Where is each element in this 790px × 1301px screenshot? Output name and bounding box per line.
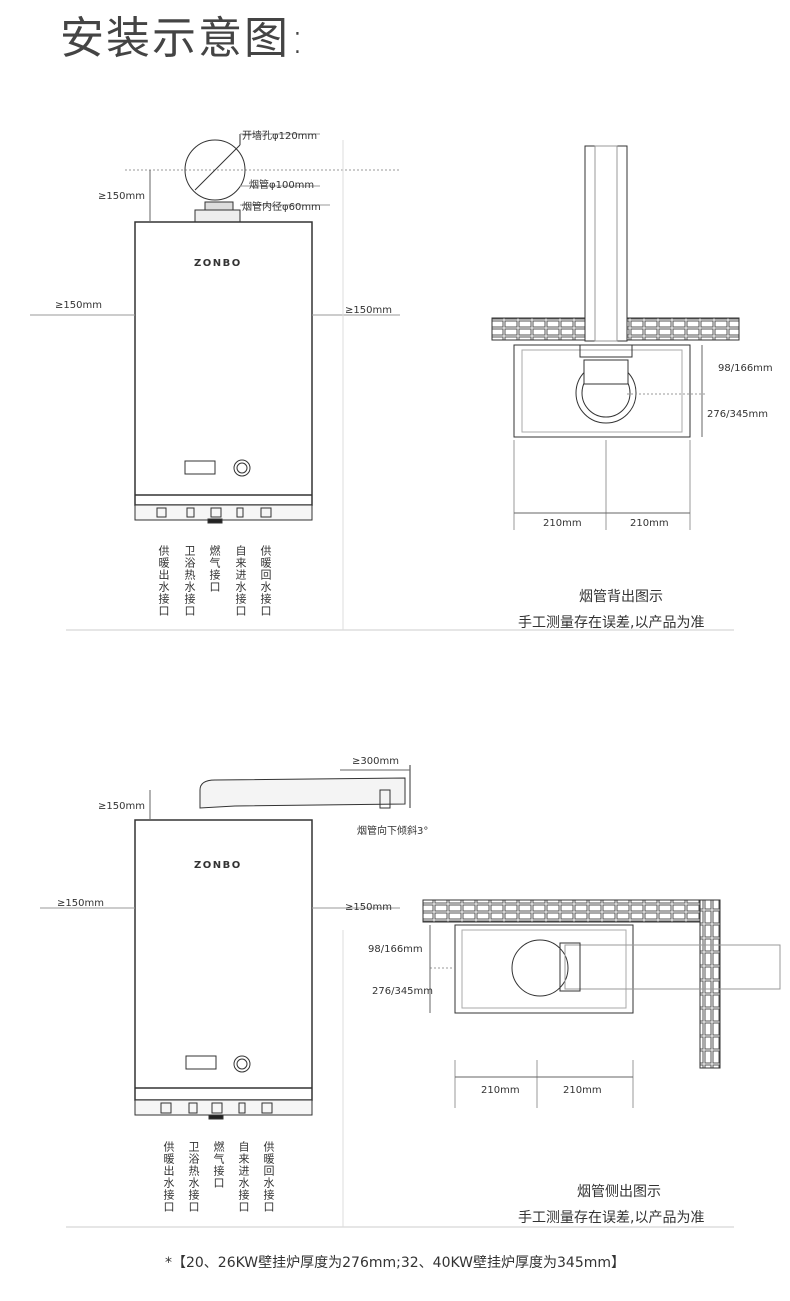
boiler-front-2 [40, 765, 734, 1228]
width-2-label: 210mm [630, 518, 669, 529]
inner-diameter-label: 烟管内径φ60mm [242, 202, 321, 213]
width-1-label: 210mm [481, 1085, 520, 1096]
connector-label: 自来进水接口 [237, 1141, 250, 1213]
brand-logo: ZONBO [194, 258, 242, 269]
brand-logo: ZONBO [194, 860, 242, 871]
slope-label: 烟管向下倾斜3° [357, 826, 429, 837]
width-2-label: 210mm [563, 1085, 602, 1096]
boiler-front-1 [30, 133, 734, 631]
flue-side-view [422, 899, 781, 1108]
hole-label: 开墙孔φ120mm [242, 131, 318, 142]
pipe-clearance-label: ≥300mm [352, 756, 399, 767]
connector-label: 燃气接口 [212, 1141, 225, 1189]
connector-label: 燃气接口 [208, 545, 221, 593]
width-1-label: 210mm [543, 518, 582, 529]
dim-b-label: 276/345mm [372, 986, 434, 997]
left-clearance-label: ≥150mm [57, 898, 104, 909]
caption: 烟管侧出图示 [577, 1184, 661, 1200]
caption: 烟管背出图示 [579, 589, 663, 605]
connector-label: 卫浴热水接口 [187, 1141, 200, 1213]
measurement-note: 手工测量存在误差,以产品为准 [518, 615, 705, 631]
connector-label: 供暖回水接口 [259, 545, 272, 617]
connector-label: 供暖回水接口 [262, 1141, 275, 1213]
connector-label: 卫浴热水接口 [183, 545, 196, 617]
page-title: 安装示意图: [60, 13, 307, 64]
connector-label: 供暖出水接口 [157, 545, 170, 617]
connector-label: 自来进水接口 [234, 545, 247, 617]
measurement-note: 手工测量存在误差,以产品为准 [518, 1210, 705, 1226]
flue-rear-view [491, 145, 740, 530]
pipe-label: 烟管φ100mm [249, 180, 315, 191]
dim-b-label: 276/345mm [707, 409, 769, 420]
dim-a-label: 98/166mm [368, 944, 423, 955]
right-clearance-label: ≥150mm [345, 305, 392, 316]
left-clearance-label: ≥150mm [55, 300, 102, 311]
connector-label: 供暖出水接口 [162, 1141, 175, 1213]
right-clearance-label: ≥150mm [345, 902, 392, 913]
top-clearance-label: ≥150mm [98, 191, 145, 202]
dim-a-label: 98/166mm [718, 363, 773, 374]
top-clearance-label: ≥150mm [98, 801, 145, 812]
footnote: *【20、26KW壁挂炉厚度为276mm;32、40KW壁挂炉厚度为345mm】 [164, 1255, 626, 1271]
